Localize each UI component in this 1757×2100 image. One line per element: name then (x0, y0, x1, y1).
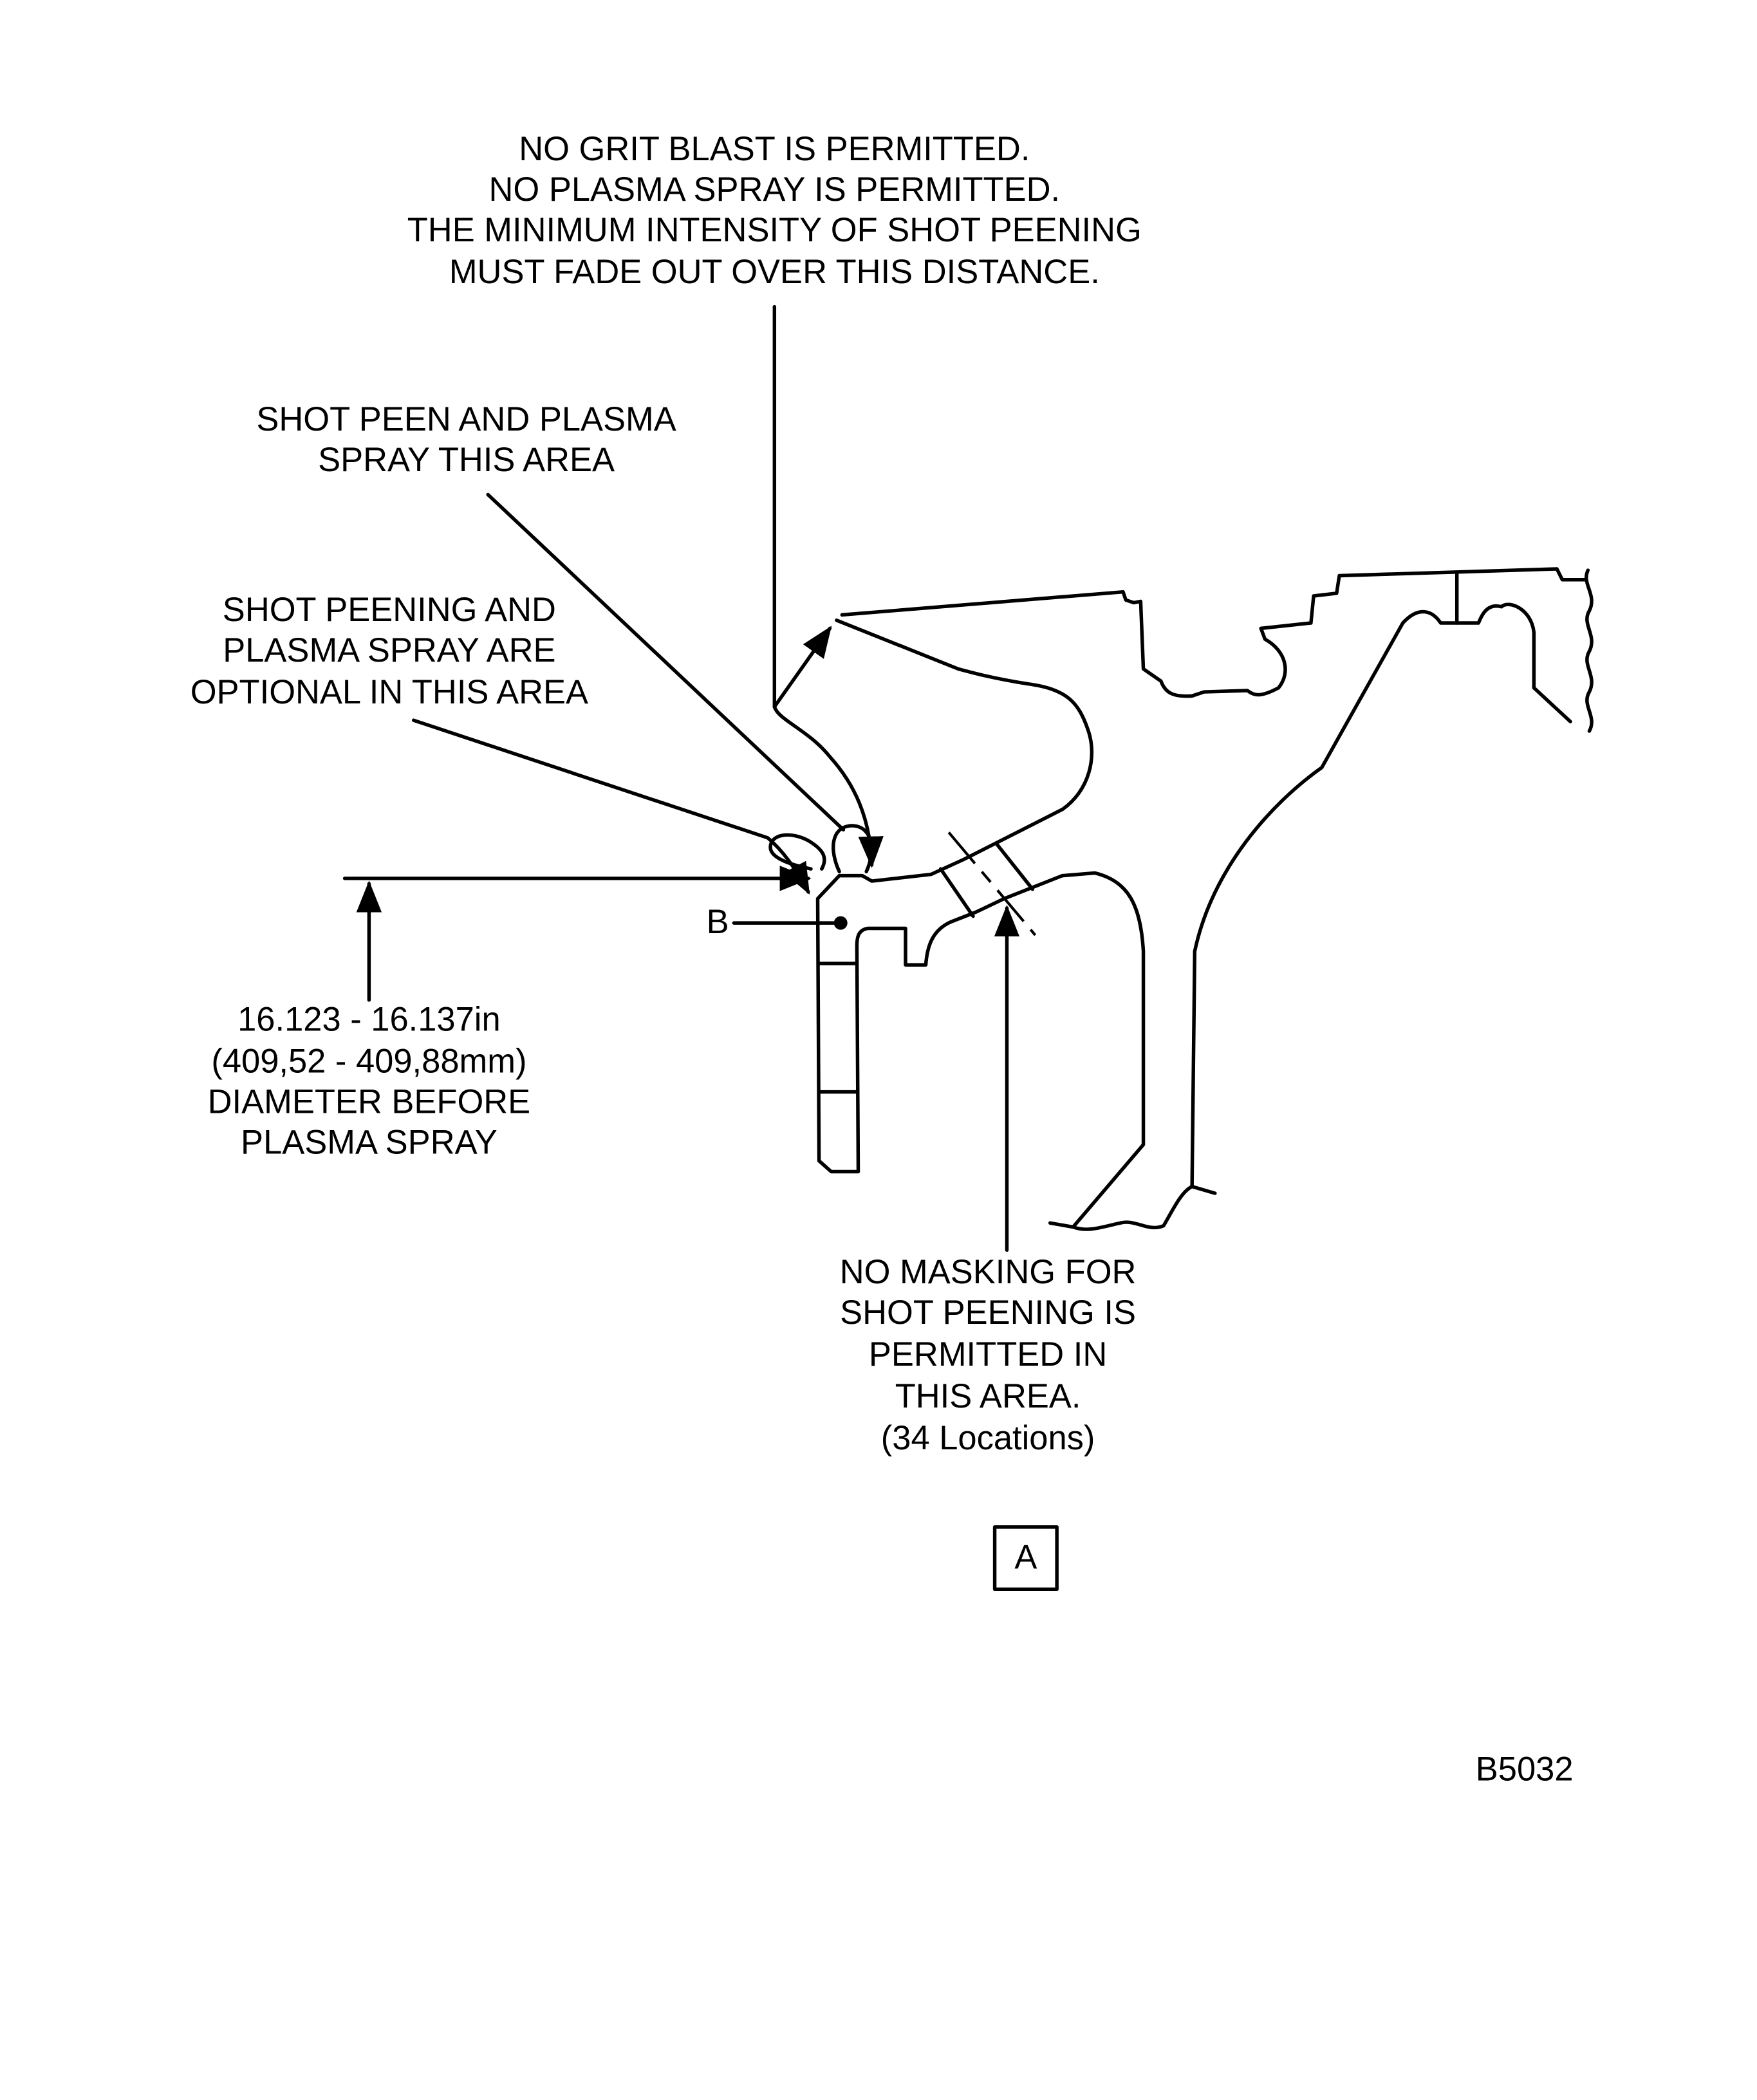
note-line: DIAMETER BEFORE (208, 1083, 531, 1120)
shot-peen-area-blob (832, 824, 873, 874)
view-a-box (992, 1525, 1059, 1592)
note-line: NO GRIT BLAST IS PERMITTED. (519, 130, 1030, 168)
hole-edge (938, 867, 975, 918)
hole-edge (994, 841, 1035, 891)
note-line: (34 Locations) (881, 1419, 1095, 1457)
break-line-bottom (1048, 1184, 1194, 1231)
note-optional: SHOT PEENING AND PLASMA SPRAY ARE OPTION… (191, 591, 588, 711)
figure-id: B5032 (1476, 1751, 1574, 1789)
part-outline (840, 567, 1587, 698)
note-diameter: 16.123 - 16.137in (409,52 - 409,88mm) DI… (208, 1000, 531, 1161)
note-line: NO MASKING FOR (840, 1253, 1137, 1291)
note-masking: NO MASKING FOR SHOT PEENING IS PERMITTED… (840, 1253, 1137, 1457)
note-line: 16.123 - 16.137in (237, 1000, 501, 1038)
note-shot-peen: SHOT PEEN AND PLASMA SPRAY THIS AREA (256, 400, 676, 479)
hole-centerline (947, 832, 1037, 936)
point-b-label: B (707, 903, 729, 941)
note-line: THE MINIMUM INTENSITY OF SHOT PEENING (407, 211, 1142, 249)
note-line: SHOT PEENING IS (840, 1294, 1136, 1332)
leader-shot-peen (486, 492, 846, 832)
leader-arrow-up (772, 626, 832, 709)
leader-arrow-down (772, 705, 884, 868)
break-line-right (1585, 568, 1594, 733)
part-inner-contour (1190, 602, 1572, 1195)
view-a-label: A (1014, 1538, 1037, 1576)
optional-area-blob (768, 833, 826, 871)
note-line: MUST FADE OUT OVER THIS DISTANCE. (449, 253, 1100, 291)
note-line: PERMITTED IN (869, 1335, 1107, 1373)
note-line: SPRAY THIS AREA (318, 441, 615, 479)
note-top: NO GRIT BLAST IS PERMITTED. NO PLASMA SP… (407, 130, 1142, 291)
note-line: THIS AREA. (895, 1377, 1081, 1415)
note-line: NO PLASMA SPRAY IS PERMITTED. (489, 171, 1061, 209)
note-line: OPTIONAL IN THIS AREA (191, 673, 588, 711)
note-line: PLASMA SPRAY ARE (223, 631, 555, 669)
point-b-dot (833, 916, 848, 930)
note-line: SHOT PEEN AND PLASMA (256, 400, 676, 438)
leader-optional (411, 718, 810, 895)
note-line: SHOT PEENING AND (223, 591, 556, 629)
note-line: (409,52 - 409,88mm) (211, 1042, 526, 1080)
note-line: PLASMA SPRAY (241, 1123, 497, 1161)
part-lower-contour (815, 618, 1146, 1229)
